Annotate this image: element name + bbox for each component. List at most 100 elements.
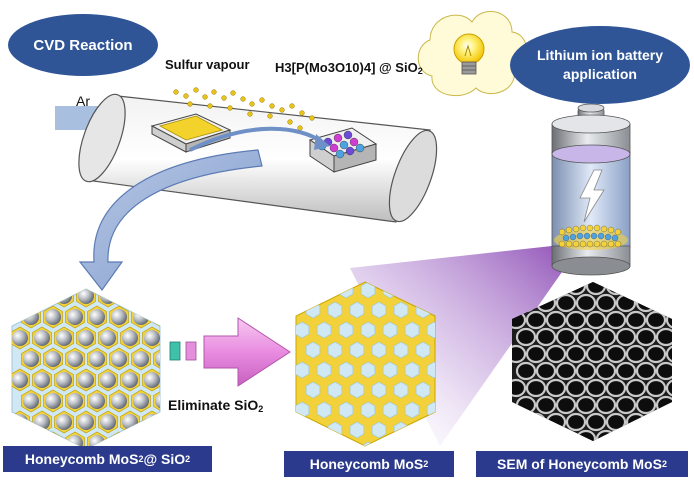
composite-cell xyxy=(43,389,63,413)
sem-pore xyxy=(525,412,547,432)
sem-pore xyxy=(525,310,547,330)
composite-cell xyxy=(21,389,41,413)
sem-pore xyxy=(555,429,577,441)
composite-cell xyxy=(87,389,107,413)
sem-pore xyxy=(595,395,617,415)
precursor-boat xyxy=(308,127,378,173)
sem-pore xyxy=(545,378,567,398)
sem-pore xyxy=(595,429,617,441)
sem-pore xyxy=(605,310,627,330)
composite-cell xyxy=(54,368,74,392)
composite-cell xyxy=(131,347,151,371)
composite-cell xyxy=(98,326,118,350)
sem-pore xyxy=(615,361,637,381)
sem-pore xyxy=(645,412,667,432)
composite-cell xyxy=(120,368,140,392)
eliminate-label-sub: 2 xyxy=(258,404,264,414)
sem-pore xyxy=(677,363,694,379)
caption-composite-sub: 2 xyxy=(138,454,144,464)
sem-pore xyxy=(535,395,557,415)
sem-pore xyxy=(575,429,597,441)
sem-pore xyxy=(565,344,587,364)
sem-pore xyxy=(555,293,577,313)
composite-cell xyxy=(98,410,118,434)
product-cell xyxy=(349,341,365,359)
sem-pore xyxy=(655,395,672,415)
sem-pore xyxy=(665,378,672,398)
product-cell xyxy=(327,381,343,399)
sem-pore xyxy=(677,329,694,345)
sem-pore xyxy=(575,395,597,415)
caption-product-sub: 2 xyxy=(423,459,429,469)
sem-pore xyxy=(565,310,587,330)
sem-pore xyxy=(615,293,637,313)
sem-pore xyxy=(535,327,557,347)
product-cell xyxy=(404,401,420,419)
sem-pore xyxy=(605,378,627,398)
composite-cell xyxy=(98,368,118,392)
battery-icon xyxy=(551,103,631,276)
composite-cell xyxy=(32,368,52,392)
caption-composite-sub2: 2 xyxy=(185,454,191,464)
composite-cell xyxy=(32,326,52,350)
sem-pore xyxy=(605,344,627,364)
transfer-arrow xyxy=(78,149,263,292)
sem-pore xyxy=(575,293,597,313)
product-cell xyxy=(404,321,420,339)
sem-pore xyxy=(655,327,672,347)
sem-pore xyxy=(625,378,647,398)
flow-arrow-tube-head xyxy=(314,134,330,150)
sem-pore xyxy=(625,344,647,364)
product-cell xyxy=(415,421,431,439)
composite-cell xyxy=(65,305,85,329)
sem-pore xyxy=(545,344,567,364)
sem-pore xyxy=(665,412,672,432)
product-cell xyxy=(360,361,376,379)
composite-cell xyxy=(76,410,96,434)
precursor-label: H3[P(Mo3O10)4] @ SiO2 xyxy=(275,60,423,76)
ar-label: Ar xyxy=(76,93,90,109)
cvd-reaction-callout: CVD Reaction xyxy=(8,14,158,76)
composite-cell xyxy=(120,289,140,308)
sem-pore xyxy=(512,378,527,398)
sem-pore xyxy=(535,361,557,381)
sem-pore xyxy=(625,310,647,330)
composite-cell xyxy=(65,389,85,413)
sem-pore xyxy=(625,412,647,432)
composite-cell xyxy=(43,305,63,329)
composite-cell xyxy=(109,389,129,413)
sem-pore xyxy=(595,327,617,347)
sem-pore xyxy=(515,361,537,381)
sem-pore xyxy=(515,429,537,441)
product-cell xyxy=(316,361,332,379)
sem-pore xyxy=(585,412,607,432)
product-cell xyxy=(371,341,387,359)
composite-cell xyxy=(153,389,160,413)
product-cell xyxy=(426,361,435,379)
product-cell xyxy=(316,282,332,299)
caption-sem-sub: 2 xyxy=(661,459,667,469)
sem-pore xyxy=(677,397,694,413)
product-cell xyxy=(316,321,332,339)
flow-arrow-tube xyxy=(189,126,324,152)
sem-pore xyxy=(585,310,607,330)
composite-cell xyxy=(12,289,30,308)
sem-pore xyxy=(635,327,657,347)
product-cell xyxy=(415,341,431,359)
composite-cell xyxy=(12,368,30,392)
sem-pore xyxy=(625,282,647,296)
composite-cell xyxy=(54,326,74,350)
composite-cell xyxy=(54,410,74,434)
product-cell xyxy=(349,381,365,399)
sem-pore xyxy=(645,344,667,364)
sem-pore xyxy=(585,344,607,364)
composite-cell xyxy=(87,347,107,371)
product-cell xyxy=(382,321,398,339)
product-cell xyxy=(393,381,409,399)
sem-pore xyxy=(605,412,627,432)
sem-pore xyxy=(655,429,672,441)
caption-composite-pre: Honeycomb MoS xyxy=(24,451,139,467)
product-cell xyxy=(426,321,435,339)
